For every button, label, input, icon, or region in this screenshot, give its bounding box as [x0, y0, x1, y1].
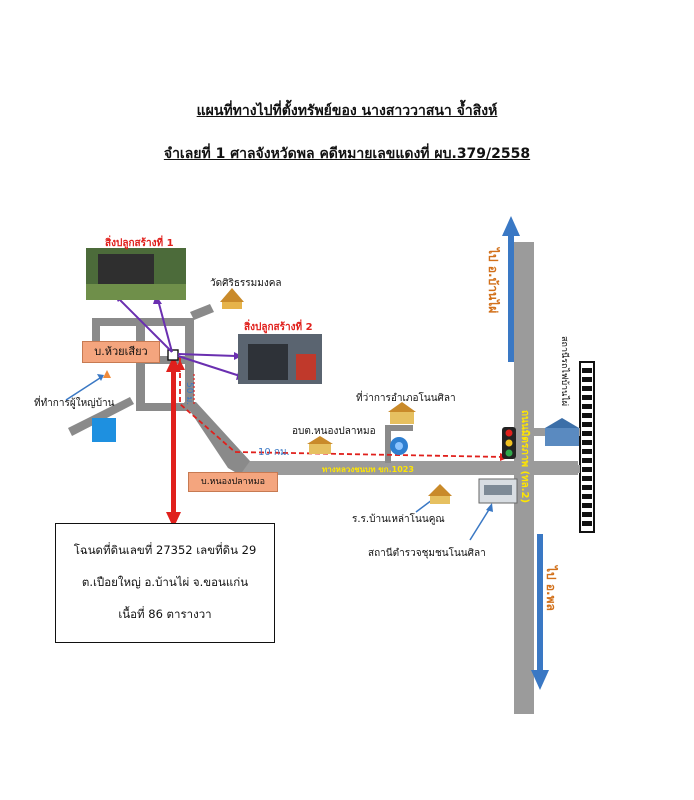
building2-label: สิ่งปลูกสร้างที่ 2 — [244, 322, 313, 333]
sao-office-label: อบต.หนองปลาหมอ — [292, 426, 376, 437]
temple-icon — [220, 288, 244, 309]
railway-tie — [582, 440, 592, 445]
village-road-v3 — [92, 318, 100, 342]
railway-track-icon — [579, 361, 595, 533]
route-dashed-line — [179, 357, 506, 458]
village-road-h3 — [136, 403, 194, 411]
info-area-line: เนื้อที่ 86 ตารางวา — [118, 607, 212, 621]
railway-tie — [582, 404, 592, 409]
temple-label: วัดศิริธรรมมงคล — [210, 278, 282, 289]
village-road-h2 — [136, 356, 194, 364]
railway-tie — [582, 494, 592, 499]
red-pointer-top — [166, 356, 181, 372]
government-building-icon — [388, 402, 416, 424]
sao-side-road-v — [385, 425, 391, 463]
arrow-to-head-office — [65, 377, 101, 401]
police-station-label: สถานีตำรวจชุมชนโนนศิลา — [368, 548, 486, 559]
map-pin-icon — [103, 370, 111, 378]
sao-emblem-icon — [390, 437, 408, 455]
traffic-light-icon — [502, 427, 516, 459]
railway-tie — [582, 422, 592, 427]
arrow-to-police — [469, 507, 491, 541]
village-nong-pla-mo-label: บ.หนองปลาหมอ — [188, 472, 278, 492]
highway-1023-label: ทางหลวงชนบท ขก.1023 — [322, 465, 414, 474]
purple-arrow-building1-a — [117, 297, 173, 353]
railway-tie — [582, 467, 592, 472]
railway-tie — [582, 413, 592, 418]
building1-label: สิ่งปลูกสร้างที่ 1 — [105, 238, 174, 249]
railway-tie — [582, 431, 592, 436]
police-station-icon — [478, 478, 518, 504]
purple-arrow-building2-b — [177, 353, 237, 357]
land-deed-info-box: โฉนดที่ดินเลขที่ 27352 เลขที่ดิน 29 ต.เป… — [55, 523, 275, 643]
to-phon-label: ไป อ.พล — [544, 566, 558, 611]
map-title: แผนที่ทางไปที่ตั้งทรัพย์ของ นางสาววาสนา … — [196, 103, 498, 119]
arrow-to-ban-phai-shaft — [508, 232, 514, 362]
railway-station-icon — [545, 418, 579, 446]
railway-tie — [582, 512, 592, 517]
arrow-to-ban-phai-head — [502, 216, 520, 236]
village-head-office-label: ที่ทำการผู้ใหญ่บ้าน — [34, 398, 115, 409]
arrow-to-head-office-head — [97, 374, 104, 381]
railway-station-label: สถานีรถไฟบ้านไผ่ — [559, 336, 569, 407]
arrow-to-police-head — [486, 503, 493, 512]
building2-photo — [238, 334, 322, 384]
sao-building-icon — [307, 436, 333, 454]
arrow-to-phon-shaft — [537, 534, 543, 674]
sao-side-road-h — [385, 425, 413, 431]
purple-arrow-building2-a — [177, 355, 241, 377]
highway-1023-road — [240, 461, 578, 475]
to-ban-phai-label: ไป อ.บ้านไผ่ — [486, 248, 500, 314]
distance-50m-label: 50 ม. — [184, 382, 194, 406]
railway-tie — [582, 386, 592, 391]
purple-arrow-building1-b — [157, 299, 173, 353]
village-road-sw — [68, 397, 134, 436]
mittraphap-road — [514, 242, 534, 714]
school-icon — [428, 484, 452, 504]
railway-tie — [582, 485, 592, 490]
red-pointer-bottom — [166, 512, 181, 528]
mittraphap-road-label: ถนนมิตรภาพ (ทล.2) — [519, 410, 530, 504]
info-location-line: ต.เปือยใหญ่ อ.บ้านไผ่ จ.ขอนแก่น — [81, 575, 249, 589]
railway-tie — [582, 458, 592, 463]
railway-tie — [582, 521, 592, 526]
building1-photo — [86, 248, 186, 300]
info-deed-line: โฉนดที่ดินเลขที่ 27352 เลขที่ดิน 29 — [73, 543, 257, 557]
railway-tie — [582, 449, 592, 454]
map-subtitle: จำเลยที่ 1 ศาลจังหวัดพล คดีหมายเลขแดงที่… — [163, 146, 531, 162]
pond-icon — [92, 418, 116, 442]
red-pointer-shaft — [171, 368, 176, 516]
railway-tie — [582, 377, 592, 382]
railway-connector-road-2 — [534, 465, 580, 473]
village-huai-siao-label: บ.ห้วยเสียว — [82, 341, 160, 363]
railway-tie — [582, 503, 592, 508]
railway-tie — [582, 395, 592, 400]
distance-10km-label: 10 กม. — [258, 447, 290, 458]
school-label: ร.ร.บ้านเหล่าโนนคูณ — [352, 514, 445, 525]
village-road-to-temple — [190, 304, 214, 320]
diagonal-road — [184, 402, 250, 475]
district-office-label: ที่ว่าการอำเภอโนนศิลา — [356, 393, 456, 404]
railway-tie — [582, 368, 592, 373]
property-marker — [167, 349, 179, 361]
arrow-to-phon-head — [531, 670, 549, 690]
railway-tie — [582, 476, 592, 481]
